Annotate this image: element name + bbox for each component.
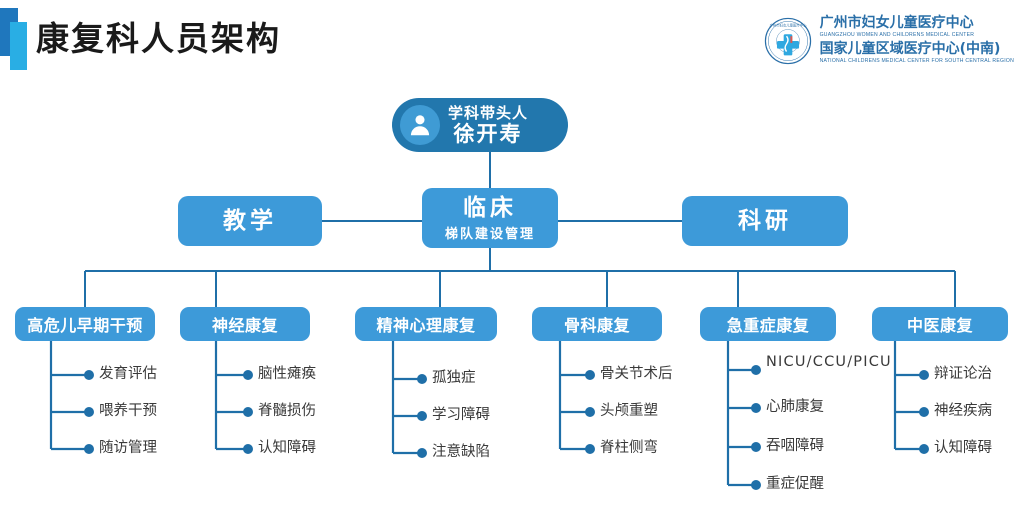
leaf-item: 辩证论治 [934, 366, 992, 382]
logo-line2-cn: 国家儿童区域医疗中心(中南) [819, 41, 1001, 57]
person-avatar-icon [400, 105, 440, 145]
node-category-4[interactable]: 骨科康复 [532, 307, 662, 341]
leaf-item: 吞咽障碍 [766, 438, 824, 454]
leaf-item: 随访管理 [99, 440, 157, 456]
leaf-item: 注意缺陷 [432, 444, 490, 460]
leaf-item: 发育评估 [99, 366, 157, 382]
node-category-1[interactable]: 高危儿早期干预 [15, 307, 155, 341]
node-research[interactable]: 科研 [682, 196, 848, 246]
node-category-5[interactable]: 急重症康复 [700, 307, 836, 341]
leaf-item: NICU/CCU/PICU [766, 354, 892, 370]
accent-bar-light [10, 22, 27, 70]
node-discipline-leader[interactable]: 学科带头人 徐开寿 [392, 98, 568, 152]
node-category-2[interactable]: 神经康复 [180, 307, 310, 341]
category-3-label: 精神心理康复 [376, 316, 476, 335]
logo-line2-en: NATIONAL CHILDRENS MEDICAL CENTER FOR SO… [819, 58, 1014, 64]
hospital-emblem-icon: 广州市妇女儿童医疗中心 [764, 17, 811, 64]
logo-line1-en: GUANGZHOU WOMEN AND CHILDRENS MEDICAL CE… [819, 32, 975, 38]
category-1-label: 高危儿早期干预 [27, 316, 143, 335]
leaf-item: 认知障碍 [934, 440, 992, 456]
category-6-label: 中医康复 [906, 316, 973, 335]
logo-line-2: 国家儿童区域医疗中心(中南) NATIONAL CHILDRENS MEDICA… [820, 42, 1014, 65]
leaf-item: 头颅重塑 [600, 403, 658, 419]
leaf-item: 脊髓损伤 [258, 403, 316, 419]
page-title: 康复科人员架构 [36, 19, 281, 58]
hospital-logo: 广州市妇女儿童医疗中心 广州市妇女儿童医疗中心 GUANGZHOU WOMEN … [764, 16, 1014, 65]
node-clinical-sublabel: 梯队建设管理 [444, 226, 535, 242]
leaf-item: 喂养干预 [99, 403, 157, 419]
leader-role-label: 学科带头人 [448, 103, 529, 122]
logo-text-block: 广州市妇女儿童医疗中心 GUANGZHOU WOMEN AND CHILDREN… [820, 16, 1014, 65]
leaf-item: 心肺康复 [766, 399, 824, 415]
node-teaching[interactable]: 教学 [178, 196, 322, 246]
logo-line1-cn: 广州市妇女儿童医疗中心 [819, 15, 974, 31]
category-2-label: 神经康复 [211, 316, 278, 335]
node-clinical[interactable]: 临床 梯队建设管理 [422, 188, 558, 248]
leaf-item: 脊柱侧弯 [600, 440, 658, 456]
node-category-3[interactable]: 精神心理康复 [355, 307, 497, 341]
leaf-item: 脑性瘫痪 [258, 366, 316, 382]
node-teaching-label: 教学 [223, 208, 277, 234]
logo-line-1: 广州市妇女儿童医疗中心 GUANGZHOU WOMEN AND CHILDREN… [820, 16, 1014, 39]
category-5-label: 急重症康复 [726, 316, 810, 335]
node-category-6[interactable]: 中医康复 [872, 307, 1008, 341]
leader-text: 学科带头人 徐开寿 [448, 103, 529, 146]
leaf-item: 认知障碍 [258, 440, 316, 456]
category-4-label: 骨科康复 [563, 316, 630, 335]
leaf-item: 骨关节术后 [600, 366, 673, 382]
node-clinical-label: 临床 [463, 194, 517, 221]
leaf-item: 学习障碍 [432, 407, 490, 423]
leader-name: 徐开寿 [453, 121, 523, 146]
title-accent-bar [0, 8, 30, 70]
svg-text:广州市妇女儿童医疗中心: 广州市妇女儿童医疗中心 [769, 22, 807, 27]
leaf-item: 神经疾病 [934, 403, 992, 419]
leaf-item: 重症促醒 [766, 476, 824, 492]
node-research-label: 科研 [738, 208, 792, 234]
leaf-item: 孤独症 [432, 370, 476, 386]
